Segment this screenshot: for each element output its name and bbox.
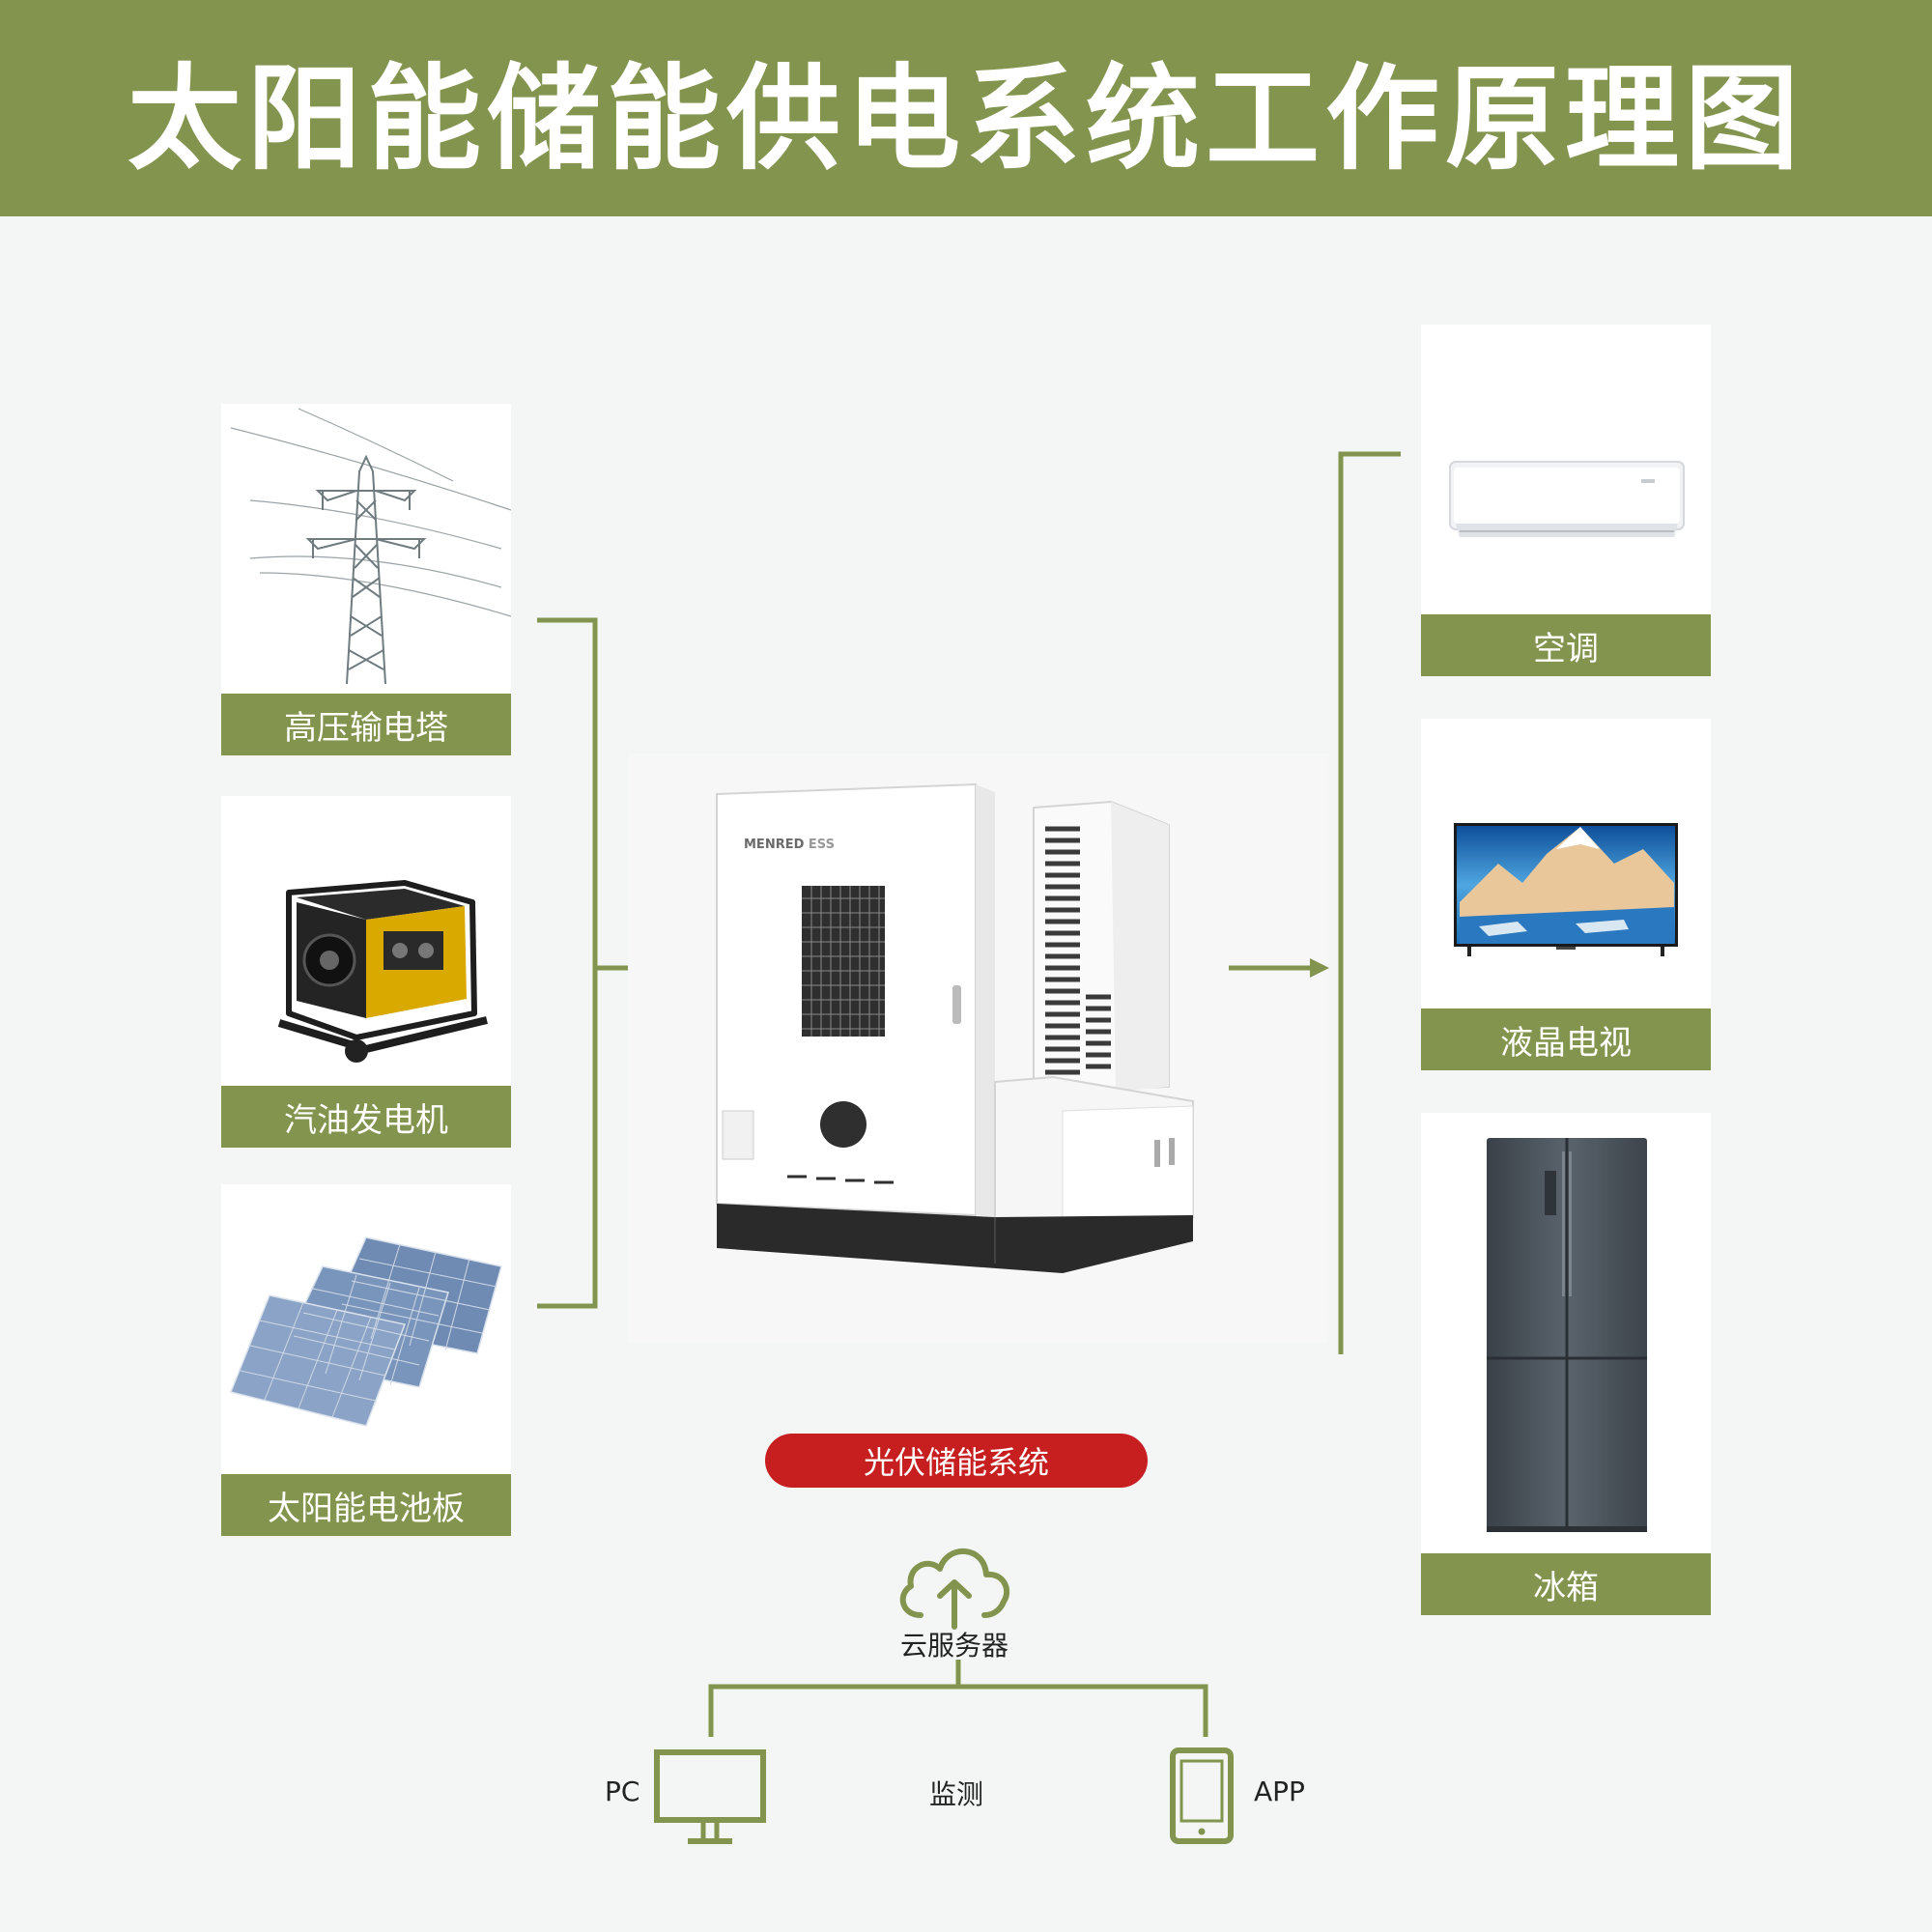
cloud-server-label: 云服务器 — [900, 1630, 1009, 1662]
load-card-tv: 液晶电视 — [1421, 719, 1711, 1070]
source-card-power-tower: 高压输电塔 — [221, 404, 511, 755]
monitor-label: 监测 — [929, 1778, 984, 1810]
load-card-refrigerator: 冰箱 — [1421, 1113, 1711, 1615]
cloud-server-icon — [899, 1548, 1010, 1630]
system-label-pill: 光伏储能系统 — [765, 1434, 1148, 1488]
mobile-app-icon — [1170, 1747, 1234, 1844]
gasoline-generator-icon — [277, 880, 488, 1063]
source-card-generator: 汽油发电机 — [221, 796, 511, 1148]
solar-panel-icon — [229, 1236, 502, 1427]
monitoring-connector — [708, 1660, 1208, 1737]
output-connector — [1229, 451, 1401, 1354]
lcd-tv-icon — [1454, 823, 1678, 956]
source-label: 高压输电塔 — [221, 694, 511, 755]
load-label: 液晶电视 — [1421, 1009, 1711, 1070]
air-conditioner-icon — [1449, 461, 1685, 537]
pc-monitor-icon — [654, 1749, 766, 1844]
central-unit-backdrop: MENRED ESS — [628, 753, 1328, 1343]
transmission-tower-icon — [230, 408, 511, 685]
cabinet-brand-text: MENRED ESS — [744, 838, 835, 852]
load-card-air-conditioner: 空调 — [1421, 325, 1711, 676]
load-label: 冰箱 — [1421, 1553, 1711, 1615]
load-label: 空调 — [1421, 614, 1711, 676]
refrigerator-icon — [1487, 1138, 1647, 1532]
title-banner: 太阳能储能供电系统工作原理图 — [0, 0, 1932, 216]
app-label: APP — [1254, 1776, 1305, 1807]
page-title: 太阳能储能供电系统工作原理图 — [127, 51, 1804, 185]
source-label: 太阳能电池板 — [221, 1474, 511, 1536]
pc-label: PC — [605, 1776, 640, 1807]
energy-storage-cabinet-icon: MENRED ESS — [716, 782, 1194, 1273]
source-label: 汽油发电机 — [221, 1086, 511, 1148]
source-card-solar: 太阳能电池板 — [221, 1184, 511, 1536]
